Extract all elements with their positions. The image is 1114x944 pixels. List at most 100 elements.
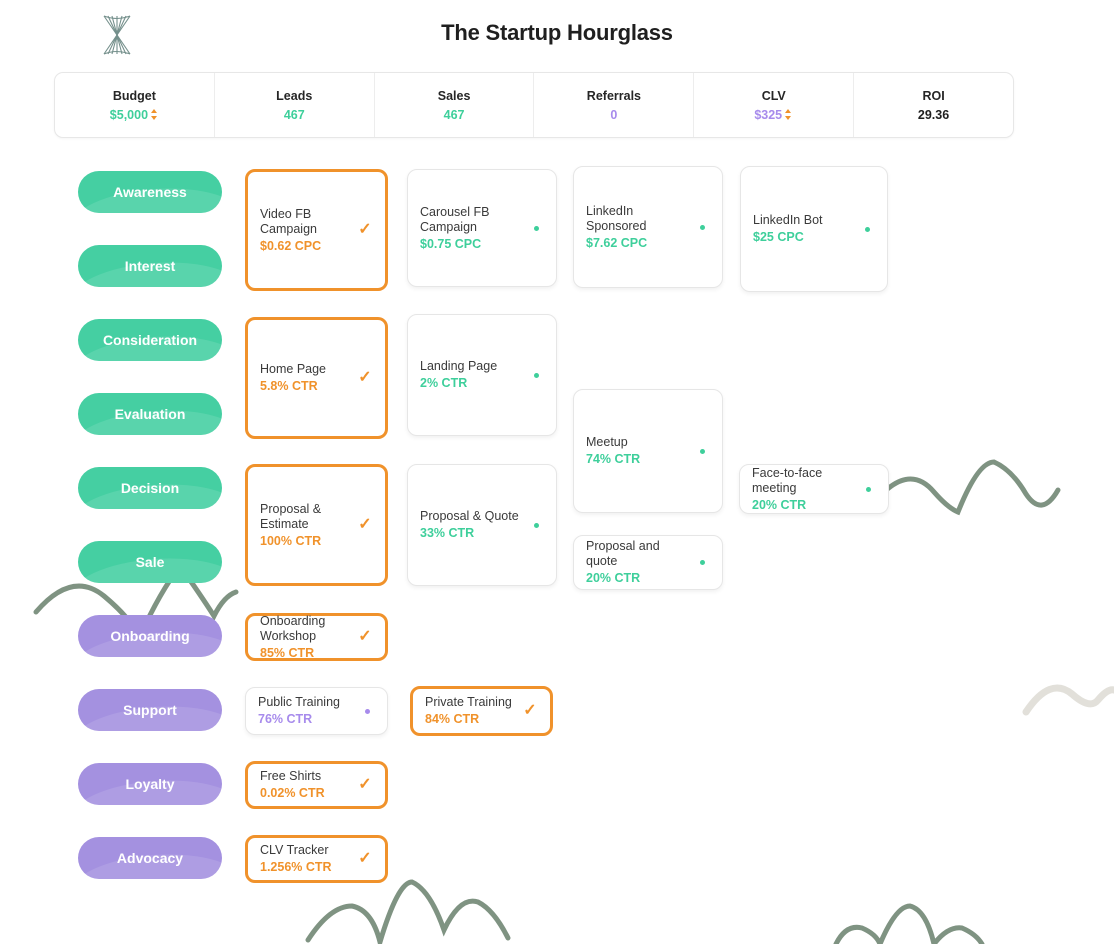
selected-marker: ✓ xyxy=(357,370,373,386)
tactic-card-metric: 85% CTR xyxy=(260,645,315,660)
tactic-card[interactable]: Video FB Campaign$0.62 CPC✓ xyxy=(245,169,388,291)
tactic-card-name: Face-to-face meeting xyxy=(752,465,823,495)
status-dot-icon xyxy=(533,372,539,378)
tactic-card-name: Landing Page xyxy=(420,359,498,373)
check-icon: ✓ xyxy=(358,369,372,386)
tactic-card[interactable]: Landing Page 2% CTR xyxy=(407,314,557,436)
tactic-card-metric: 100% CTR xyxy=(260,533,322,548)
metric-number: 0 xyxy=(610,107,618,122)
metric-number: 467 xyxy=(443,107,465,122)
tactic-card-texts: Landing Page 2% CTR xyxy=(420,359,528,391)
status-marker xyxy=(859,226,875,232)
tactic-card-metric: 2% CTR xyxy=(420,376,468,390)
status-dot-icon xyxy=(699,448,705,454)
check-icon: ✓ xyxy=(358,850,372,867)
stage-pill-interest[interactable]: Interest xyxy=(78,245,222,287)
tactic-card[interactable]: Private Training 84% CTR ✓ xyxy=(410,686,553,736)
tactic-card-metric: 74% CTR xyxy=(586,452,641,466)
tactic-card-name: Proposal & Quote xyxy=(420,509,519,523)
metric-budget: Budget $5,000 xyxy=(55,73,215,137)
status-marker xyxy=(694,224,710,230)
tactic-card-name: LinkedIn Sponsored xyxy=(586,203,647,233)
tactic-card-body: Video FB Campaign$0.62 CPC✓ xyxy=(248,207,385,254)
stage-pill-evaluation[interactable]: Evaluation xyxy=(78,393,222,435)
status-dot-icon xyxy=(699,224,705,230)
check-icon: ✓ xyxy=(523,702,537,719)
tactic-card-metric: 76% CTR xyxy=(258,712,313,726)
tactic-card-metric: $0.75 CPC xyxy=(420,236,482,251)
stage-pill-advocacy[interactable]: Advocacy xyxy=(78,837,222,879)
tactic-card[interactable]: LinkedIn Sponsored$7.62 CPC xyxy=(573,166,723,288)
tactic-card-texts: Proposal & Estimate 100% CTR xyxy=(260,502,357,549)
status-marker xyxy=(694,448,710,454)
tactic-card-texts: Public Training 76% CTR xyxy=(258,695,359,727)
stage-pill-awareness[interactable]: Awareness xyxy=(78,171,222,213)
selected-marker: ✓ xyxy=(357,629,373,645)
tactic-card-texts: Private Training 84% CTR xyxy=(425,695,522,727)
stage-pill-sale[interactable]: Sale xyxy=(78,541,222,583)
metric-value: 467 xyxy=(284,108,305,122)
stepper-icon[interactable] xyxy=(785,108,793,121)
tactic-card-body: Landing Page 2% CTR xyxy=(408,359,556,391)
stage-pill-label: Decision xyxy=(120,480,180,496)
check-icon: ✓ xyxy=(358,221,372,238)
tactic-card[interactable]: Carousel FB Campaign$0.75 CPC xyxy=(407,169,557,287)
metric-label: Budget xyxy=(112,88,156,103)
stepper-icon[interactable] xyxy=(151,108,159,121)
stage-pill-support[interactable]: Support xyxy=(78,689,222,731)
tactic-card[interactable]: Face-to-face meeting 20% CTR xyxy=(739,464,889,514)
metric-value: 467 xyxy=(444,108,465,122)
metric-number: $325 xyxy=(754,107,783,122)
tactic-card-metric: 20% CTR xyxy=(752,497,807,512)
tactic-card-texts: Face-to-face meeting 20% CTR xyxy=(752,466,860,513)
tactic-card-texts: Carousel FB Campaign$0.75 CPC xyxy=(420,205,528,252)
status-dot-icon xyxy=(364,708,370,714)
hourglass-icon xyxy=(103,15,131,55)
tactic-card[interactable]: LinkedIn Bot$25 CPC xyxy=(740,166,888,292)
tactic-card-name: Free Shirts xyxy=(260,769,322,783)
stage-pill-label: Awareness xyxy=(113,184,187,200)
stage-pill-loyalty[interactable]: Loyalty xyxy=(78,763,222,805)
stage-pill-label: Interest xyxy=(124,258,176,274)
metric-value[interactable]: $5,000 xyxy=(110,108,159,122)
status-marker xyxy=(860,486,876,492)
stage-pill-consideration[interactable]: Consideration xyxy=(78,319,222,361)
tactic-card-body: LinkedIn Sponsored$7.62 CPC xyxy=(574,204,722,251)
tactic-card-name: LinkedIn Bot xyxy=(753,213,823,227)
metric-value: 29.36 xyxy=(918,108,949,122)
stage-pill-label: Consideration xyxy=(102,332,198,348)
tactic-card-name: CLV Tracker xyxy=(260,843,329,857)
page-title: The Startup Hourglass xyxy=(441,20,673,45)
tactic-card-name: Public Training xyxy=(258,695,340,709)
tactic-card-name: Private Training xyxy=(425,695,512,709)
selected-marker: ✓ xyxy=(357,777,373,793)
stage-pill-onboarding[interactable]: Onboarding xyxy=(78,615,222,657)
tactic-card-metric: 84% CTR xyxy=(425,712,480,726)
stage-pill-label: Advocacy xyxy=(116,850,184,866)
tactic-card-name: Proposal & Estimate xyxy=(260,501,322,531)
tactic-card[interactable]: Public Training 76% CTR xyxy=(245,687,388,735)
status-marker xyxy=(359,708,375,714)
status-marker xyxy=(528,522,544,528)
check-icon: ✓ xyxy=(358,628,372,645)
metric-value[interactable]: $325 xyxy=(754,108,793,122)
stage-pill-decision[interactable]: Decision xyxy=(78,467,222,509)
